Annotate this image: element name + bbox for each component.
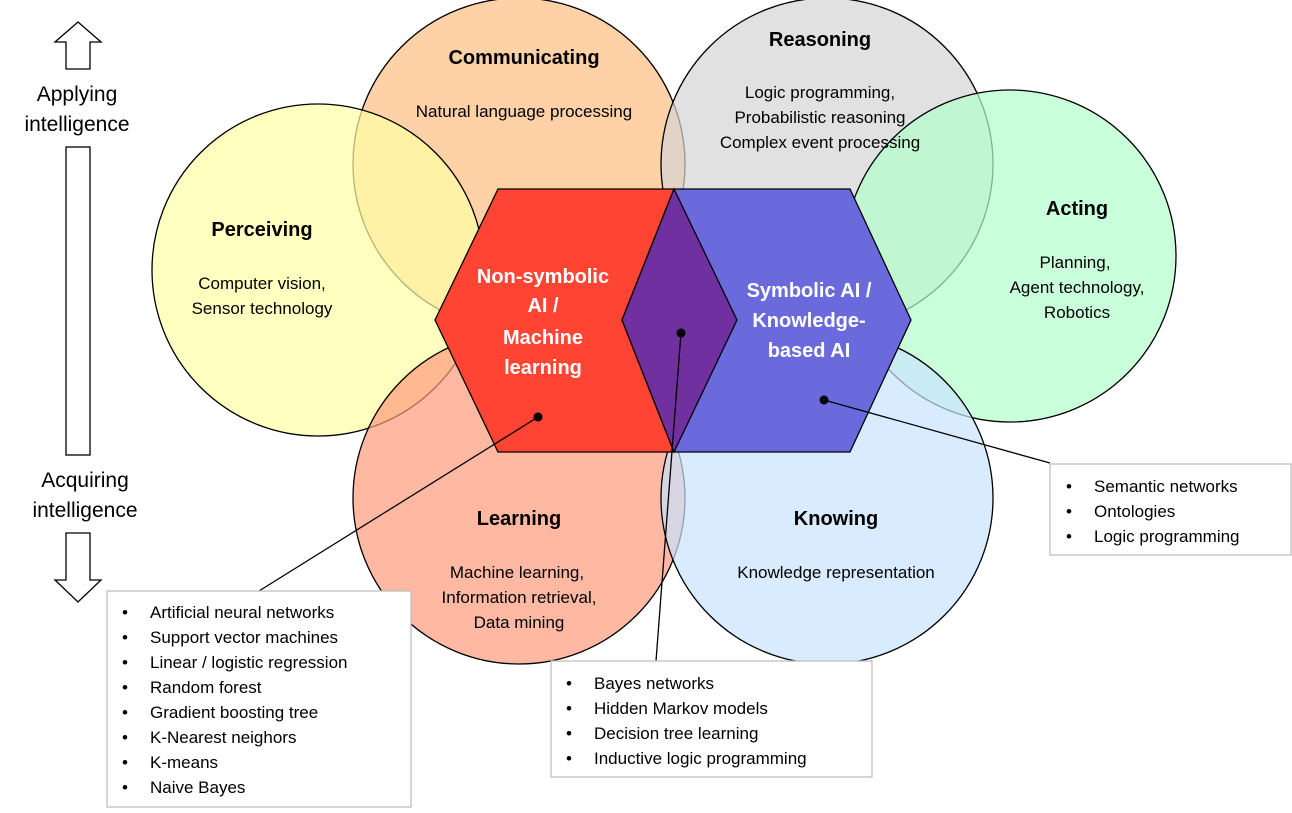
perceiving-text-1: Computer vision, xyxy=(198,274,326,293)
ml-method-bullet: • xyxy=(122,728,128,747)
nonsymbolic-label-2: AI / xyxy=(527,295,559,317)
hybrid-method-item: Hidden Markov models xyxy=(594,699,768,718)
arrow-shaft xyxy=(65,146,91,456)
ml-method-item: Artificial neural networks xyxy=(150,603,334,622)
knowing-title: Knowing xyxy=(794,508,878,530)
ml-method-item: K-Nearest neighors xyxy=(150,728,296,747)
learning-text-2: Information retrieval, xyxy=(442,588,597,607)
reasoning-text-1: Logic programming, xyxy=(745,83,895,102)
symbolic-method-item: Logic programming xyxy=(1094,527,1240,546)
hybrid-method-bullet: • xyxy=(566,674,572,693)
hybrid-method-bullet: • xyxy=(566,724,572,743)
reasoning-text-3: Complex event processing xyxy=(720,133,920,152)
ml-methods-box xyxy=(106,590,412,808)
acting-text-2: Agent technology, xyxy=(1010,278,1145,297)
applying-label-2: intelligence xyxy=(24,113,129,136)
symbolic-leader-line xyxy=(823,399,1051,464)
communicating-text-1: Natural language processing xyxy=(416,102,632,121)
intelligence-axis-arrow xyxy=(53,21,103,603)
ml-method-item: Random forest xyxy=(150,678,262,697)
ml-method-bullet: • xyxy=(122,753,128,772)
arrow-up-icon xyxy=(53,21,103,70)
learning-text-3: Data mining xyxy=(474,613,565,632)
nonsymbolic-label-4: learning xyxy=(504,357,582,379)
perceiving-text-2: Sensor technology xyxy=(192,299,333,318)
hybrid-method-bullet: • xyxy=(566,749,572,768)
ml-method-bullet: • xyxy=(122,703,128,722)
symbolic-anchor-dot xyxy=(819,395,829,405)
reasoning-title: Reasoning xyxy=(769,29,871,51)
acting-text-1: Planning, xyxy=(1040,253,1111,272)
communicating-title: Communicating xyxy=(448,47,599,69)
reasoning-text-2: Probabilistic reasoning xyxy=(734,108,905,127)
ml-method-item: Naive Bayes xyxy=(150,778,245,797)
symbolic-method-bullet: • xyxy=(1066,527,1072,546)
symbolic-label-1: Symbolic AI / xyxy=(747,280,872,302)
symbolic-methods-box xyxy=(1049,463,1292,556)
hybrid-method-item: Decision tree learning xyxy=(594,724,758,743)
ml-method-bullet: • xyxy=(122,678,128,697)
ml-method-bullet: • xyxy=(122,778,128,797)
perceiving-title: Perceiving xyxy=(211,219,312,241)
ml-method-item: Linear / logistic regression xyxy=(150,653,347,672)
learning-text-1: Machine learning, xyxy=(450,563,584,582)
symbolic-method-item: Ontologies xyxy=(1094,502,1175,521)
nonsymbolic-label-1: Non-symbolic xyxy=(477,266,609,288)
hybrid-method-item: Inductive logic programming xyxy=(594,749,807,768)
acquiring-label-2: intelligence xyxy=(32,499,137,522)
nonsymbolic-label-3: Machine xyxy=(503,327,583,349)
ml-anchor-dot xyxy=(533,412,543,422)
hybrid-method-bullet: • xyxy=(566,699,572,718)
ml-method-bullet: • xyxy=(122,628,128,647)
acting-text-3: Robotics xyxy=(1044,303,1110,322)
hybrid-leader-line xyxy=(655,332,682,662)
hybrid-methods-box xyxy=(550,660,873,778)
ml-method-bullet: • xyxy=(122,603,128,622)
symbolic-label-3: based AI xyxy=(768,340,851,362)
ml-method-item: Support vector machines xyxy=(150,628,338,647)
learning-title: Learning xyxy=(477,508,561,530)
arrow-down-icon xyxy=(53,532,103,603)
hybrid-anchor-dot xyxy=(676,328,686,338)
knowing-text-1: Knowledge representation xyxy=(737,563,935,582)
ml-method-bullet: • xyxy=(122,653,128,672)
ml-leader-line xyxy=(258,416,539,592)
symbolic-method-item: Semantic networks xyxy=(1094,477,1238,496)
acquiring-label-1: Acquiring xyxy=(41,469,129,492)
ml-method-item: Gradient boosting tree xyxy=(150,703,318,722)
symbolic-label-2: Knowledge- xyxy=(752,310,865,332)
acting-title: Acting xyxy=(1046,198,1108,220)
symbolic-method-bullet: • xyxy=(1066,502,1072,521)
hybrid-method-item: Bayes networks xyxy=(594,674,714,693)
ml-method-item: K-means xyxy=(150,753,218,772)
applying-label-1: Applying xyxy=(37,83,118,106)
hexagon-overlap xyxy=(621,187,738,454)
symbolic-method-bullet: • xyxy=(1066,477,1072,496)
